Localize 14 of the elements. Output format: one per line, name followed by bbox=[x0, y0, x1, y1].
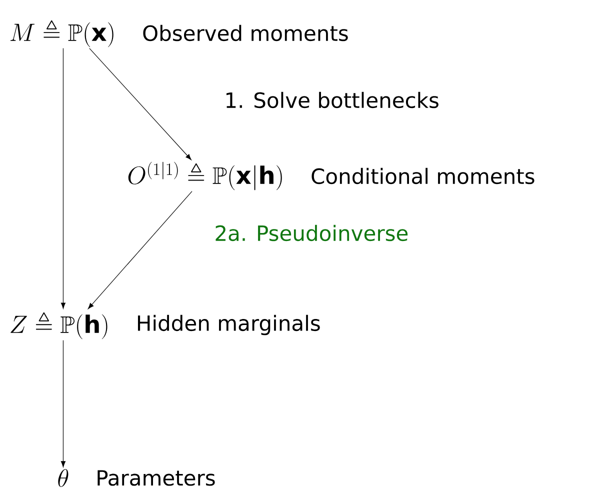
arrow bbox=[88, 191, 192, 310]
node-caption: Hidden marginals bbox=[138, 314, 320, 336]
arrow bbox=[89, 48, 192, 160]
formula-label: $\theta$ bbox=[58, 469, 68, 487]
arrow bbox=[60, 340, 66, 468]
node-caption: Observed moments bbox=[143, 24, 348, 42]
node-caption: Conditional moments bbox=[312, 168, 534, 184]
formula-label: $Z \triangleq \mathbb{P}(\mathbf{h})$ bbox=[10, 312, 108, 340]
edge-label: 1. Solve bottlenecks bbox=[226, 92, 438, 108]
formula-label: $M \triangleq \mathbb{P}(\mathbf{x})$ bbox=[10, 20, 114, 48]
formula-label: $O^{(1|1)} \triangleq \mathbb{P}(\mathbf{x}|\mathbf{h})$ bbox=[128, 162, 282, 190]
node-caption: Parameters bbox=[98, 470, 215, 486]
edge-label: 2a. Pseudoinverse bbox=[216, 224, 408, 242]
arrow bbox=[60, 48, 66, 309]
